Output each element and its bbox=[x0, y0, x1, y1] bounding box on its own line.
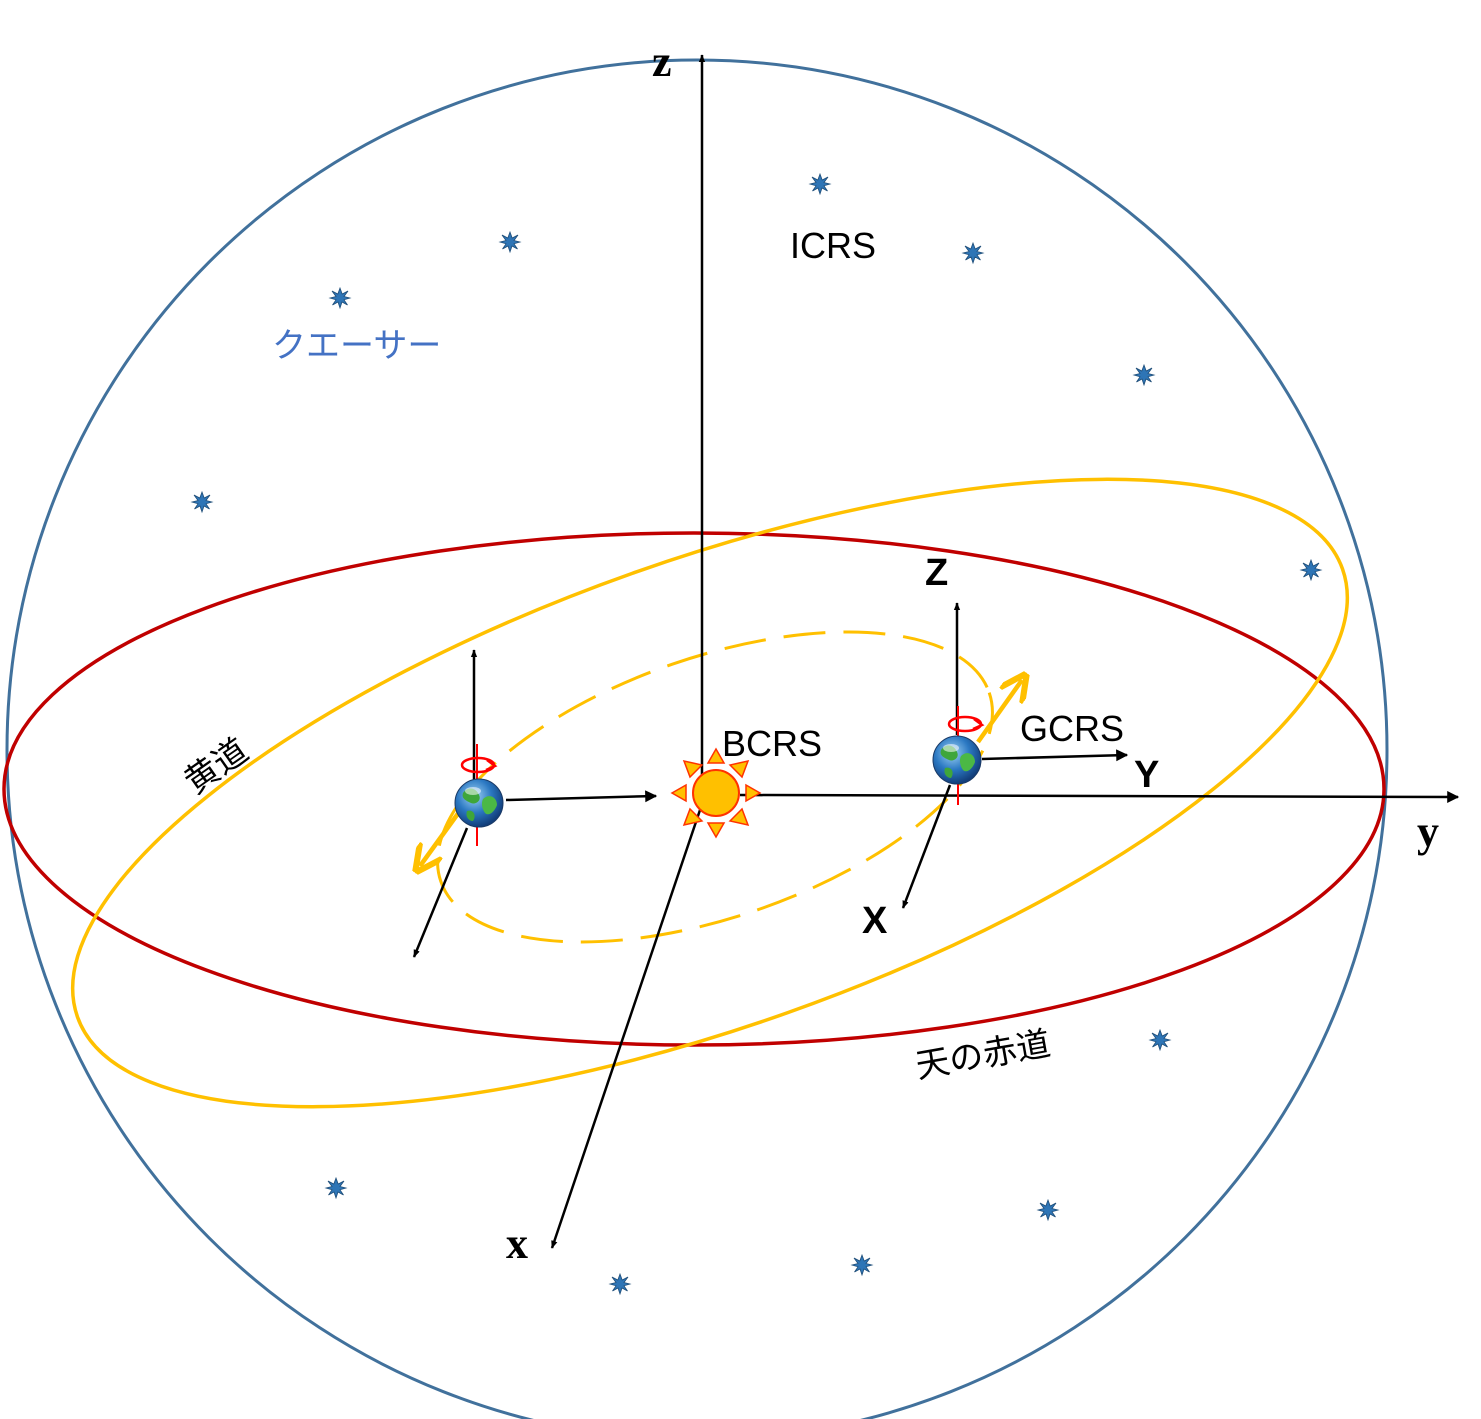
quasar-star-icon bbox=[852, 1255, 872, 1275]
quasar-star-icon bbox=[192, 492, 212, 512]
quasar-star-icon bbox=[810, 174, 830, 194]
gcrs-label: GCRS bbox=[1020, 708, 1124, 749]
quasar-star-icon bbox=[1150, 1030, 1170, 1050]
gcrs-z-label: Z bbox=[925, 552, 948, 594]
left-earth-y-axis bbox=[506, 796, 656, 800]
quasar-star-icon bbox=[326, 1178, 346, 1198]
quasar-star-icon bbox=[1301, 560, 1321, 580]
icrs-label: ICRS bbox=[790, 225, 876, 266]
gcrs-y-label: Y bbox=[1134, 754, 1159, 796]
z-axis-label: z bbox=[652, 37, 672, 86]
quasar-star-icon bbox=[963, 243, 983, 263]
celestial-equator-label: 天の赤道 bbox=[913, 1024, 1054, 1087]
celestial-sphere bbox=[7, 60, 1387, 1419]
quasar-star-icon bbox=[610, 1274, 630, 1294]
quasar-star-icon bbox=[500, 232, 520, 252]
left-earth-x-axis bbox=[414, 828, 467, 957]
quasar-label: クエーサー bbox=[272, 326, 441, 366]
right-earth-icon bbox=[933, 706, 982, 805]
bcrs-x-axis bbox=[552, 810, 700, 1248]
left-rotation-arrow-icon bbox=[462, 758, 495, 772]
gcrs-x-label: X bbox=[862, 900, 888, 942]
gcrs-x-axis bbox=[903, 785, 950, 908]
x-axis-label: x bbox=[506, 1219, 528, 1268]
gcrs-y-axis bbox=[982, 755, 1127, 759]
quasar-star-icon bbox=[1134, 365, 1154, 385]
right-rotation-arrow-icon bbox=[949, 717, 982, 731]
y-axis-label: y bbox=[1417, 807, 1439, 856]
bcrs-y-axis bbox=[740, 795, 1458, 797]
left-earth-icon bbox=[455, 744, 503, 846]
right-orbit-motion-arrow bbox=[978, 680, 1022, 742]
bcrs-label: BCRS bbox=[722, 723, 822, 764]
ecliptic-label: 黄道 bbox=[177, 731, 256, 803]
quasar-star-icon bbox=[1038, 1200, 1058, 1220]
quasar-star-icon bbox=[330, 288, 350, 308]
